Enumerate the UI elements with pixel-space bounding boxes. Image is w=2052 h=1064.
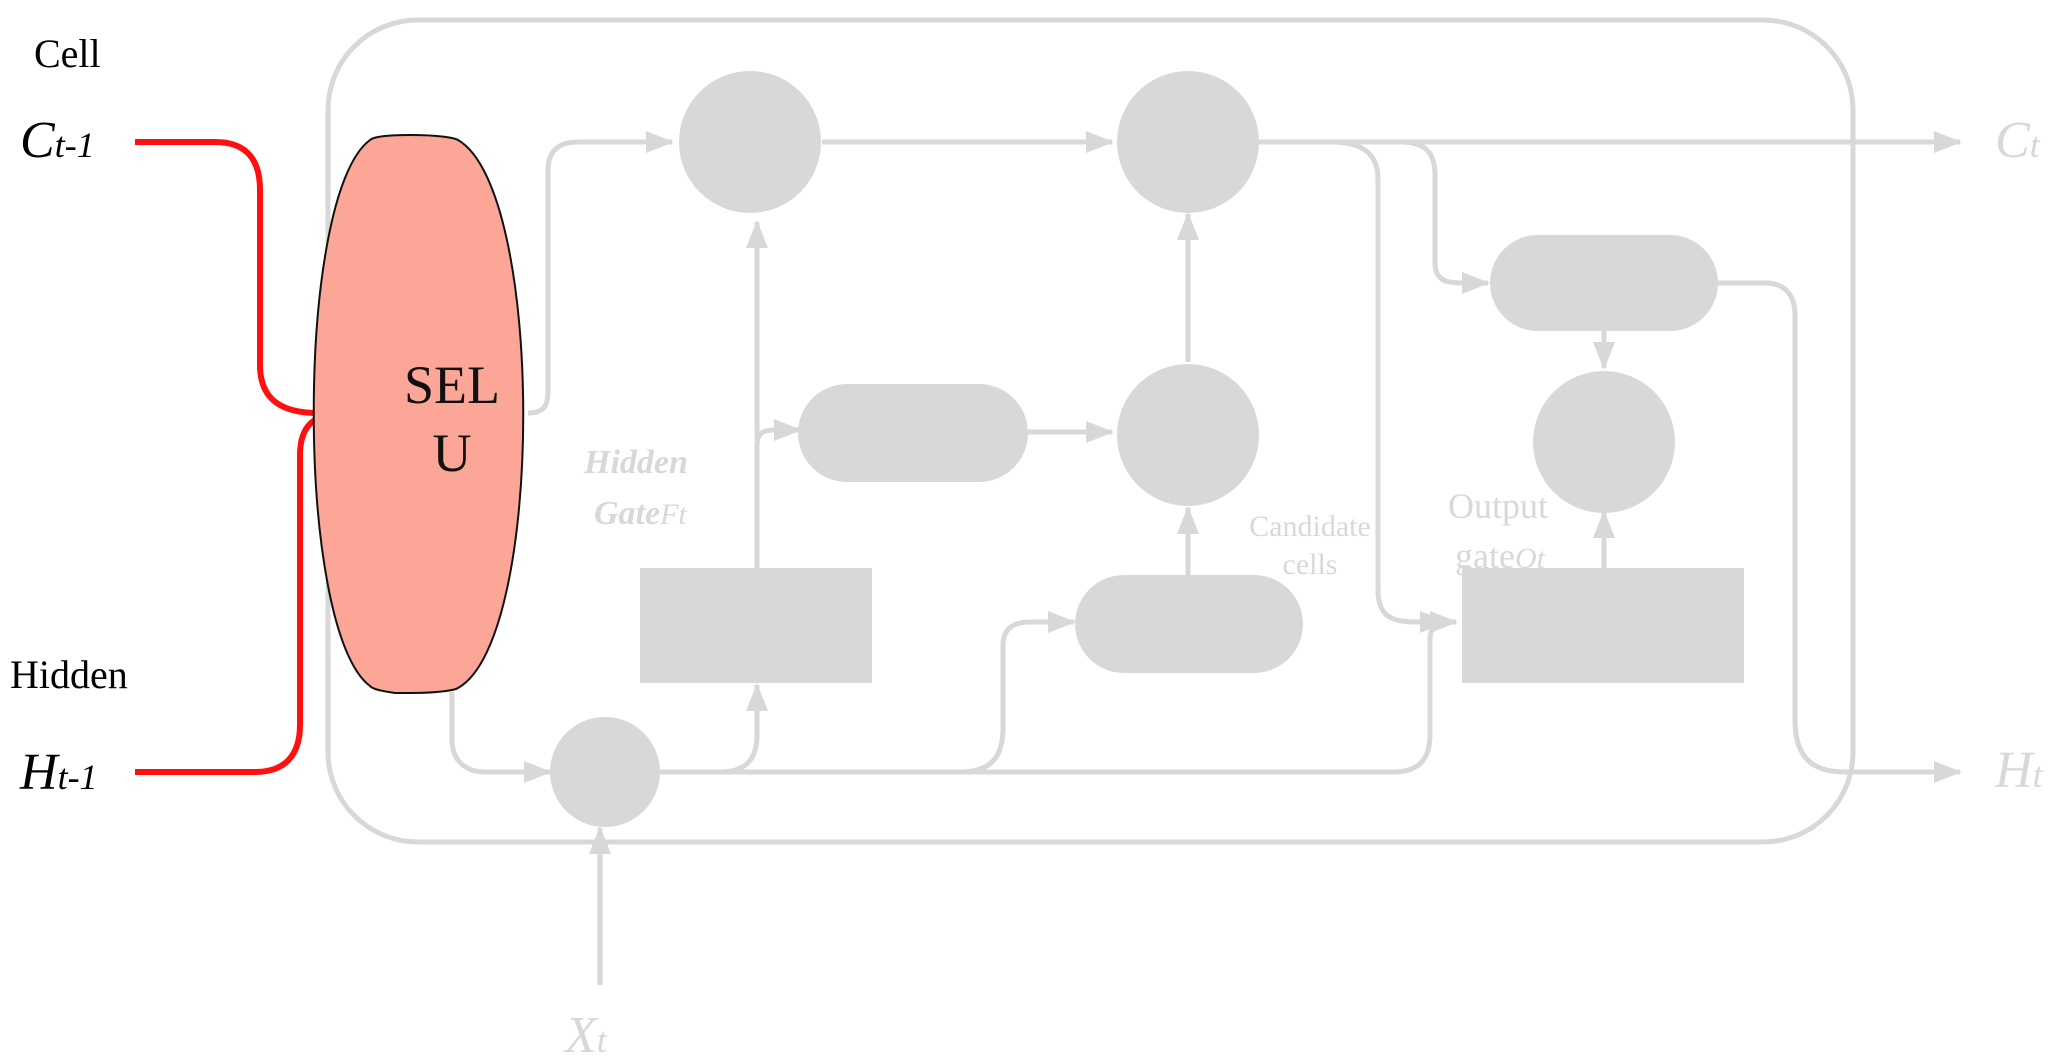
input-gate-pill: [798, 384, 1028, 482]
cell-to-output-tanh-line: [1399, 139, 1490, 294]
output-multiply-node: [1533, 371, 1675, 513]
hidden-output-subscript: t: [2032, 755, 2043, 795]
hidden-output-symbol: Ht: [1995, 745, 2043, 797]
selu-activation-block: [312, 133, 525, 694]
concat-to-output-gate-line: [960, 611, 1448, 775]
forget-gate-box: [640, 568, 872, 683]
hidden-gate-label: Hidden: [584, 444, 688, 481]
input-multiply-node: [1117, 364, 1259, 506]
hidden-output-letter: H: [1995, 742, 2033, 799]
cell-add-node: [1117, 71, 1259, 213]
forget-multiply-node: [679, 71, 821, 213]
candidate-cells-label: Candidate cells: [1220, 512, 1400, 580]
cell-output-symbol: Ct: [1995, 115, 2040, 167]
output-gate-word: gate: [1455, 536, 1515, 576]
output-tanh-pill: [1490, 235, 1718, 331]
cell-input-subscript: t-1: [54, 125, 95, 165]
cell-output-subscript: t: [2029, 125, 2040, 165]
candidate-label-line1: Candidate: [1249, 510, 1371, 543]
concat-node: [550, 717, 660, 827]
concat-to-forget-gate-line: [660, 683, 768, 775]
forget-gate-to-input-pill-line: [754, 419, 802, 446]
candidate-label-line2: cells: [1282, 548, 1338, 581]
cell-output-letter: C: [1995, 112, 2030, 169]
selu-label-line2: U: [432, 422, 472, 483]
hidden-input-label: Hidden: [10, 652, 128, 697]
cell-input-symbol: Ct-1: [20, 115, 95, 167]
hidden-input-symbol: Ht-1: [20, 747, 98, 799]
hidden-gate-symbol: Ft: [660, 498, 687, 531]
hidden-gate-word: Gate: [594, 495, 661, 532]
selu-to-forget-multiply-line: [527, 131, 674, 416]
hidden-input-subscript: t-1: [57, 757, 98, 797]
cell-input-symbol-letter: C: [20, 112, 55, 169]
hidden-input-symbol-letter: H: [20, 744, 58, 801]
selu-to-concat-line: [449, 692, 552, 783]
x-input-subscript: t: [596, 1020, 607, 1060]
cell-input-line: [135, 139, 372, 427]
connections: [449, 131, 1962, 985]
output-gate-label: Output: [1448, 486, 1549, 526]
cell-input-label: Cell: [34, 31, 101, 76]
output-gate-label-line2: gateOt: [1455, 538, 1545, 574]
x-input-symbol: Xt: [565, 1010, 607, 1062]
hidden-gate-label-line2: GateFt: [594, 497, 687, 531]
x-input-letter: X: [565, 1007, 597, 1064]
selu-label: SEL U: [372, 352, 532, 487]
hidden-output-line: [1718, 280, 1962, 783]
candidate-pill: [1075, 575, 1303, 673]
output-gate-symbol: Ot: [1514, 542, 1545, 575]
output-gate-box: [1462, 568, 1744, 683]
cell-to-output-gate-line: [1329, 139, 1458, 633]
selu-label-line1: SEL: [403, 355, 500, 415]
nodes: [550, 71, 1744, 827]
